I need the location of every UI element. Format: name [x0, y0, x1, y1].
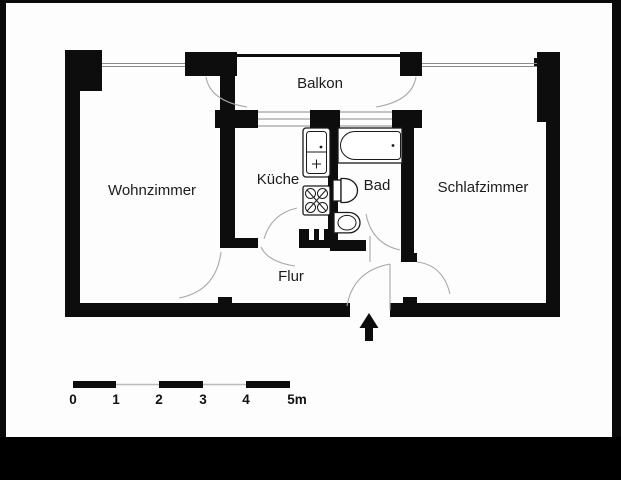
floor-plan-drawing: 0 1 2 3 4 5m Balkon Wohnzimmer Küche Bad… [65, 50, 560, 407]
room-label-flur: Flur [278, 268, 304, 285]
letterbox-top [0, 0, 621, 3]
letterbox-bottom [0, 437, 621, 480]
letterbox-right [612, 0, 621, 437]
scale-tick-1: 1 [112, 392, 120, 407]
room-label-kueche: Küche [257, 171, 300, 188]
balcony-railing [236, 54, 401, 57]
toilet [332, 177, 359, 204]
window-kitchen [258, 110, 310, 128]
scale-tick-4: 4 [242, 392, 250, 407]
window-living-room [102, 63, 185, 67]
window-bath [340, 110, 392, 128]
room-labels: Balkon Wohnzimmer Küche Bad Schlafzimmer… [108, 75, 528, 285]
window-bedroom [422, 63, 537, 67]
door-arcs [178, 76, 451, 310]
room-label-balkon: Balkon [297, 75, 343, 92]
scale-tick-5m: 5m [287, 392, 307, 407]
bathtub [337, 127, 403, 164]
stove [302, 185, 331, 216]
outer-walls [65, 50, 560, 317]
room-label-bad: Bad [364, 177, 391, 194]
scale-tick-3: 3 [199, 392, 207, 407]
letterbox-left [0, 0, 6, 437]
scale-tick-2: 2 [155, 392, 163, 407]
room-label-wohnzimmer: Wohnzimmer [108, 182, 196, 199]
photo-area: 0 1 2 3 4 5m Balkon Wohnzimmer Küche Bad… [6, 3, 612, 437]
kitchen-sink [302, 127, 331, 178]
washbasin [333, 211, 361, 234]
scale-tick-0: 0 [69, 392, 77, 407]
entrance-arrow-icon [359, 313, 379, 341]
scale-bar: 0 1 2 3 4 5m [69, 381, 307, 407]
room-label-schlafzimmer: Schlafzimmer [438, 179, 529, 196]
